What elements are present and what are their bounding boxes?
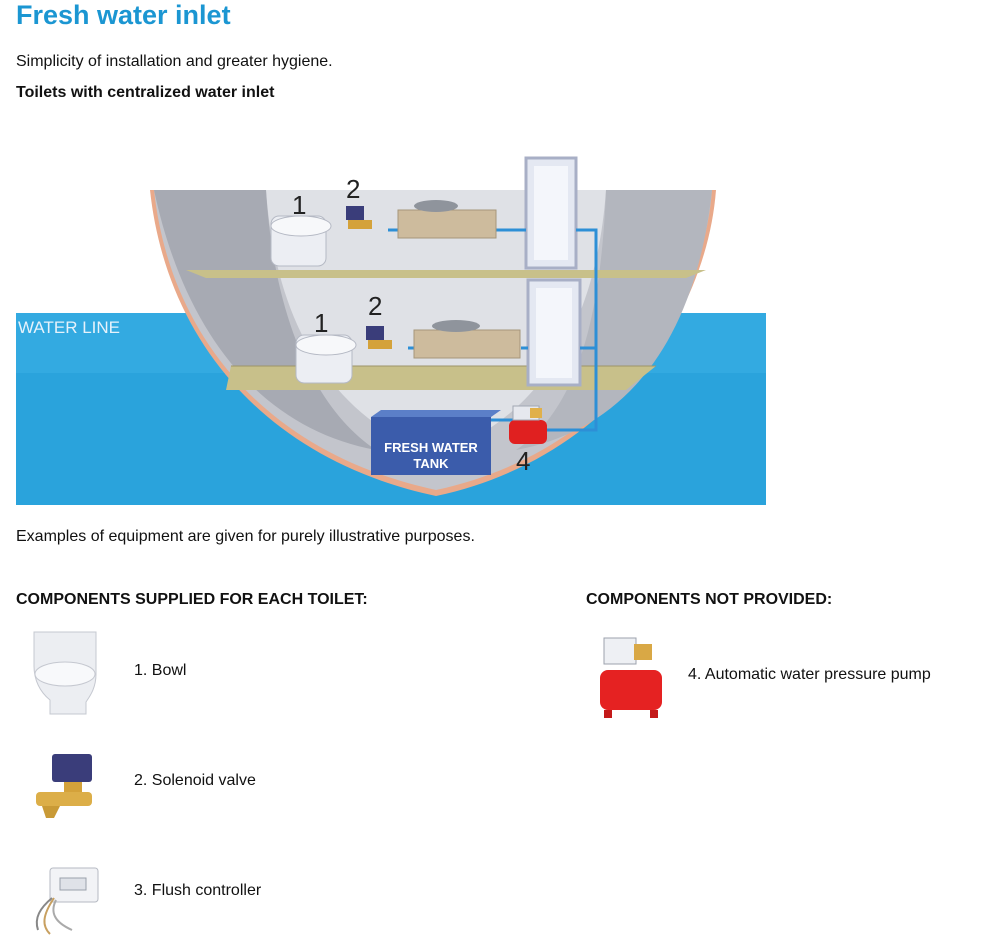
lower-toilet [295, 334, 357, 384]
component-label-valve: 2. Solenoid valve [134, 772, 256, 789]
upper-valve [346, 206, 372, 229]
intro-text: Simplicity of installation and greater h… [16, 53, 333, 70]
callout-pump: 4 [516, 446, 530, 476]
callout-upper-valve: 2 [346, 174, 360, 204]
callout-lower-valve: 2 [368, 291, 382, 321]
tank-label-line1: FRESH WATER [384, 440, 478, 455]
upper-sink [397, 200, 497, 239]
callout-lower-toilet: 1 [314, 308, 328, 338]
boat-diagram: WATER LINE [16, 156, 766, 505]
tank-label-line2: TANK [413, 456, 449, 471]
toilet-bowl-icon [33, 631, 97, 715]
lower-sink [413, 320, 521, 359]
solenoid-valve-icon [36, 754, 92, 818]
component-label-pump: 4. Automatic water pressure pump [688, 666, 931, 683]
page-title: Fresh water inlet [16, 0, 231, 30]
flush-controller-icon [35, 867, 99, 935]
component-label-controller: 3. Flush controller [134, 882, 262, 899]
pump [509, 405, 547, 444]
component-item-bowl: 1. Bowl [20, 626, 186, 716]
component-item-valve: 2. Solenoid valve [20, 736, 256, 826]
section-subtitle: Toilets with centralized water inlet [16, 84, 275, 101]
pressure-pump-icon [600, 637, 662, 718]
callout-upper-toilet: 1 [292, 190, 306, 220]
component-item-pump: 4. Automatic water pressure pump [598, 630, 931, 720]
lower-valve [366, 326, 392, 349]
lower-deck [226, 366, 656, 390]
fresh-water-tank: FRESH WATER TANK [371, 410, 501, 475]
water-line-label: WATER LINE [18, 318, 120, 337]
component-label-bowl: 1. Bowl [134, 662, 187, 679]
upper-deck [186, 270, 706, 278]
upper-toilet [270, 215, 332, 267]
component-item-controller: 3. Flush controller [20, 846, 261, 936]
disclaimer-text: Examples of equipment are given for pure… [16, 528, 475, 545]
supplied-heading: COMPONENTS SUPPLIED FOR EACH TOILET: [16, 591, 368, 608]
not-provided-heading: COMPONENTS NOT PROVIDED: [586, 591, 833, 608]
